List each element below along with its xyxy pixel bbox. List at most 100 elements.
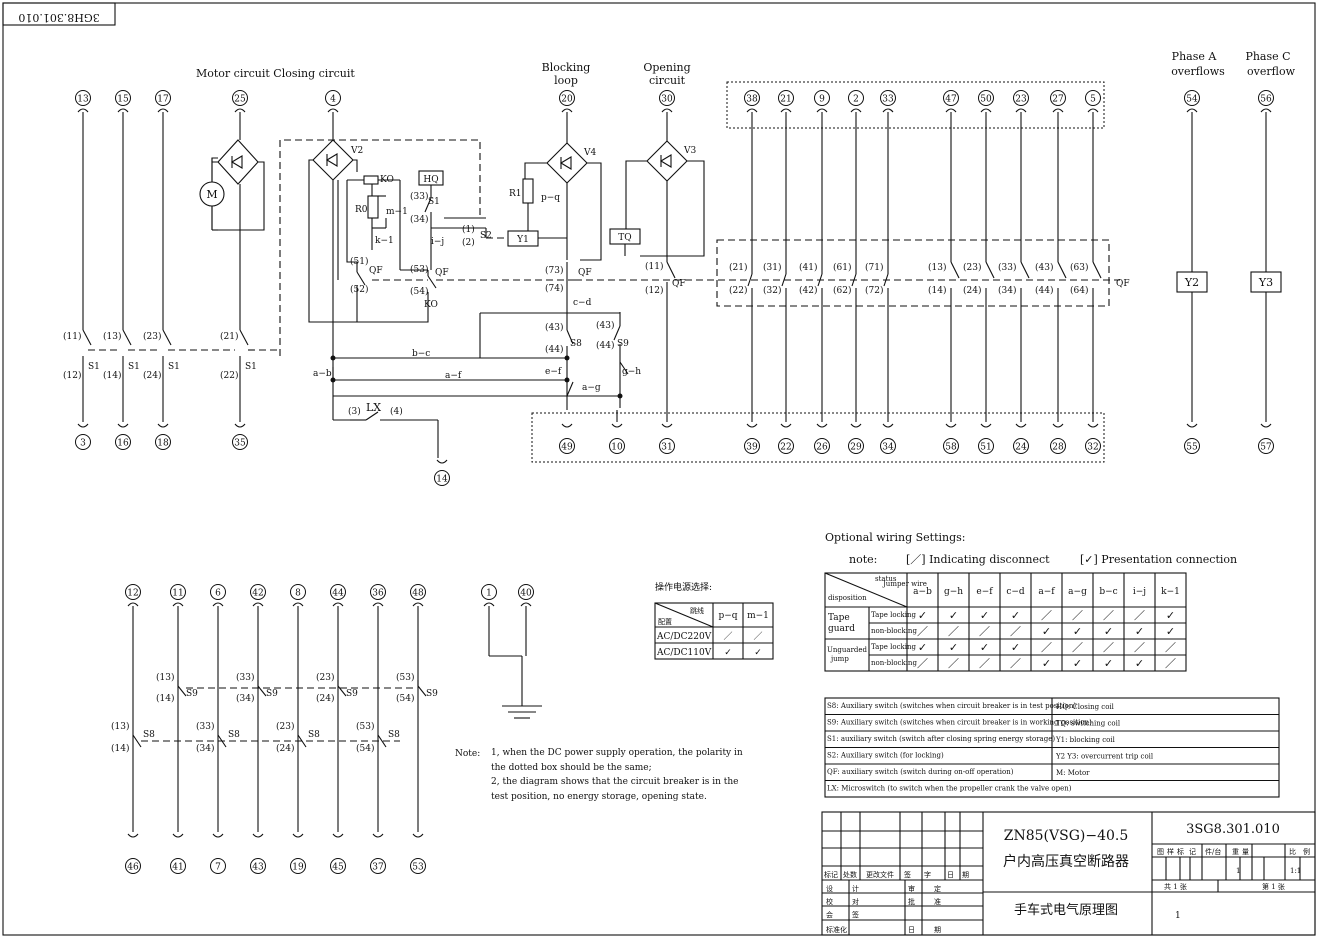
terminal-bottom — [115, 434, 131, 450]
wiring-cell: ✓ — [1104, 625, 1113, 638]
contact-number: (34) — [410, 214, 428, 225]
wire — [212, 161, 265, 231]
wire — [122, 329, 132, 346]
terminal-top-number: 12 — [127, 589, 138, 599]
terminal-top — [518, 584, 534, 600]
qf-contact-top: (33) — [998, 262, 1016, 273]
breaker-name-cn: 户内高压真空断路器 — [1003, 853, 1129, 870]
wiring-row-sublabel: Tape locking — [871, 611, 917, 619]
terminal-top-number: 40 — [520, 589, 532, 599]
wire — [640, 160, 705, 257]
terminal-top — [330, 584, 346, 600]
qf-contact-bottom: (32) — [763, 285, 781, 296]
bc-label: b−c — [412, 349, 430, 359]
y3-trip-coil — [1250, 271, 1282, 293]
contact-number: S9 — [266, 689, 278, 699]
wiring-cell: ✓ — [918, 609, 927, 622]
tb-header: 比 — [1289, 847, 1296, 856]
wire — [132, 734, 142, 748]
power-header-m1: m−1 — [747, 611, 769, 621]
wiring-cell: ✓ — [1073, 657, 1082, 670]
terminal-bottom-number: 46 — [127, 863, 139, 873]
contact-number: (14) — [156, 693, 174, 704]
tb-header: 记 — [1189, 848, 1196, 856]
wiring-column-header: i−j — [1133, 587, 1146, 597]
contact-number: (1) — [462, 224, 475, 235]
wiring-cell: ／ — [1165, 657, 1176, 670]
terminal-top — [232, 90, 248, 106]
wire — [377, 734, 387, 748]
terminal-top-number: 8 — [295, 589, 301, 599]
terminal-top — [1184, 90, 1200, 106]
contact-number: (24) — [276, 743, 294, 754]
terminal-top-number: 4 — [330, 95, 336, 105]
legend-left: S8: Auxiliary switch (switches when circ… — [827, 702, 1076, 710]
qf-contact-bottom: (72) — [865, 285, 883, 296]
terminal-top-number: 23 — [1015, 95, 1027, 105]
terminal-top-number: 50 — [980, 95, 992, 105]
power-header-pq: p−q — [718, 611, 737, 621]
wiring-cell: ✓ — [1135, 625, 1144, 638]
power-cell: ✓ — [724, 648, 732, 658]
terminal-top-number: 25 — [234, 95, 246, 105]
title-phase-a-2: overflows — [1171, 65, 1225, 78]
terminal-bottom — [559, 438, 575, 454]
terminal-bottom — [330, 858, 346, 874]
qf-contact-bottom: (44) — [1035, 285, 1053, 296]
contact-number: (51) — [350, 256, 368, 267]
terminal-bottom-number: 57 — [1260, 443, 1272, 453]
terminal-top-number: 38 — [746, 95, 758, 105]
contact-number: (44) — [596, 340, 614, 351]
wiring-cell: ✓ — [1011, 609, 1020, 622]
rectifier-v4 — [546, 142, 588, 184]
s2-label: S2 — [480, 231, 492, 241]
contact-number: (43) — [596, 320, 614, 331]
wire — [747, 273, 753, 287]
wire — [346, 180, 357, 263]
title-phase-a-1: Phase A — [1172, 50, 1218, 63]
title-blocking-1: Blocking — [542, 61, 591, 74]
title-block-bottom-value: 1 — [1175, 911, 1181, 921]
drawing-title: 手车式电气原理图 — [1014, 902, 1118, 918]
plug-contact — [1052, 423, 1064, 428]
ag-label: a−g — [582, 383, 601, 393]
terminal-bottom-number: 43 — [252, 863, 264, 873]
wiring-column-header: k−1 — [1161, 587, 1180, 597]
contact-number: S8 — [308, 730, 320, 740]
terminal-top-number: 15 — [117, 95, 129, 105]
plug-contact — [561, 108, 573, 113]
contact-number: (23) — [143, 331, 161, 342]
terminal-bottom — [1050, 438, 1066, 454]
tb-header: 例 — [1303, 847, 1310, 856]
terminal-bottom-number: 58 — [945, 443, 957, 453]
legend-left: QF: auxiliary switch (switch during on-o… — [827, 768, 1014, 776]
wiring-row-sublabel: non-blocking — [871, 659, 917, 667]
wiring-corner-jumper: Jumper wire — [882, 580, 927, 588]
qf-contact-top: (43) — [1035, 262, 1053, 273]
wiring-cell: ✓ — [1073, 625, 1082, 638]
terminal-bottom-number: 3 — [80, 439, 86, 449]
contact-number: (23) — [316, 672, 334, 683]
terminal-top-number: 47 — [945, 95, 957, 105]
qf-contact-bottom: (42) — [799, 285, 817, 296]
wiring-cell: ／ — [1165, 641, 1176, 654]
tb-sheets: 共 1 张 — [1164, 882, 1187, 891]
terminal-top — [125, 584, 141, 600]
tq-opening-coil — [609, 228, 641, 245]
contact-number: S9 — [186, 689, 198, 699]
plug-contact — [292, 833, 304, 838]
terminal-top — [115, 90, 131, 106]
terminal-top-number: 21 — [780, 95, 791, 105]
wiring-column-header: a−b — [913, 587, 932, 597]
terminal-bottom — [290, 858, 306, 874]
terminal-top — [75, 90, 91, 106]
polarity-box-bottom — [531, 412, 1105, 463]
power-corner-top: 跳线 — [690, 606, 704, 615]
contact-number: S1 — [245, 362, 257, 372]
legend-table: S8: Auxiliary switch (switches when circ… — [824, 697, 1280, 798]
plug-contact — [234, 423, 246, 428]
wire — [356, 271, 366, 286]
plug-contact — [127, 833, 139, 838]
terminal-top — [1050, 90, 1066, 106]
